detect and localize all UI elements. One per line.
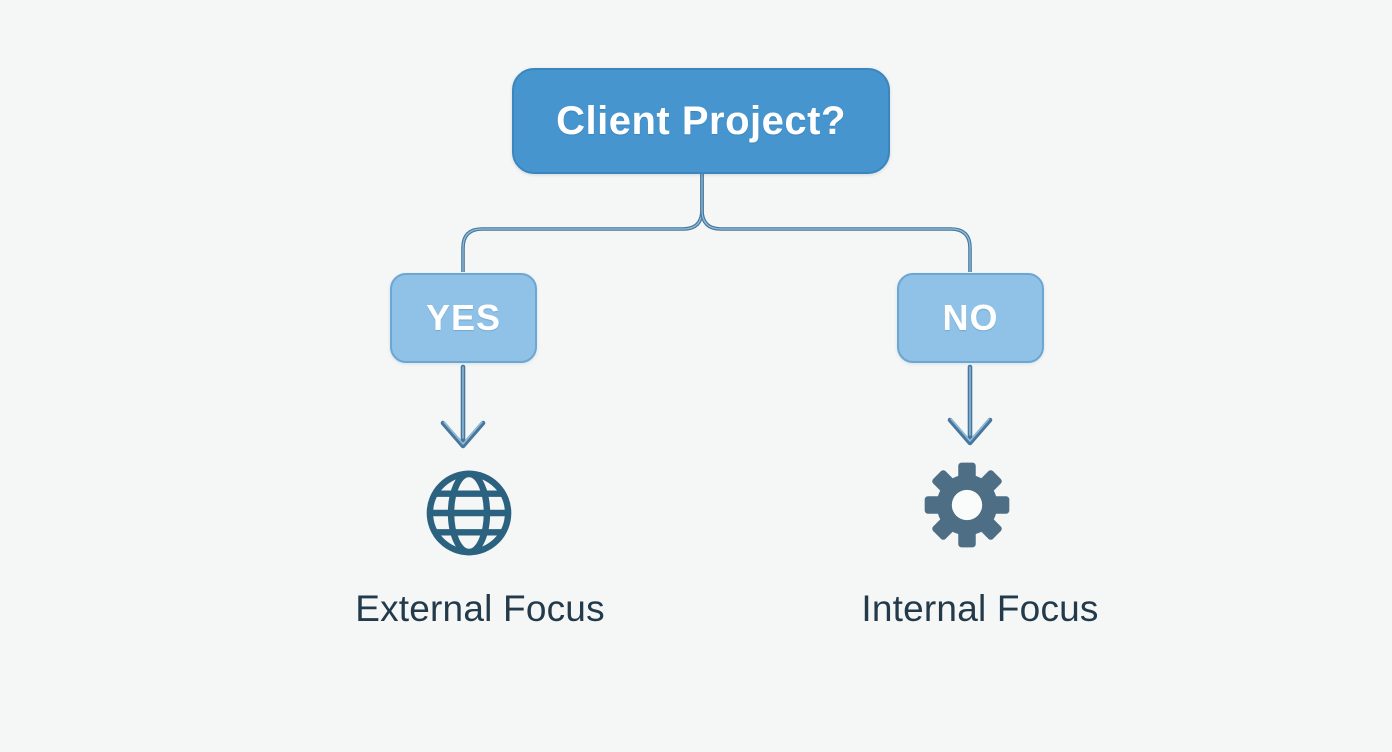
arrow-no-head-highlight	[950, 418, 990, 442]
decision-node-no-label: NO	[942, 297, 999, 338]
connector-branch-no-highlight	[701, 174, 971, 272]
decision-node-root-label: Client Project?	[556, 98, 846, 143]
outcome-label-external: External Focus	[355, 588, 605, 629]
decision-node-no: NO	[897, 273, 1044, 363]
decision-node-root: Client Project?	[512, 68, 890, 174]
globe-icon	[423, 467, 515, 559]
gear-icon	[921, 459, 1013, 551]
connector-branch-no	[700, 174, 972, 272]
outcome-label-internal: Internal Focus	[861, 588, 1099, 629]
connector-branch-yes-highlight	[462, 174, 703, 272]
decision-node-yes: YES	[390, 273, 537, 363]
arrow-no-head	[947, 417, 993, 446]
arrow-yes-head	[440, 420, 486, 449]
connector-branch-yes	[461, 174, 704, 272]
arrow-yes-head-highlight	[443, 421, 483, 445]
decision-node-yes-label: YES	[425, 297, 502, 338]
